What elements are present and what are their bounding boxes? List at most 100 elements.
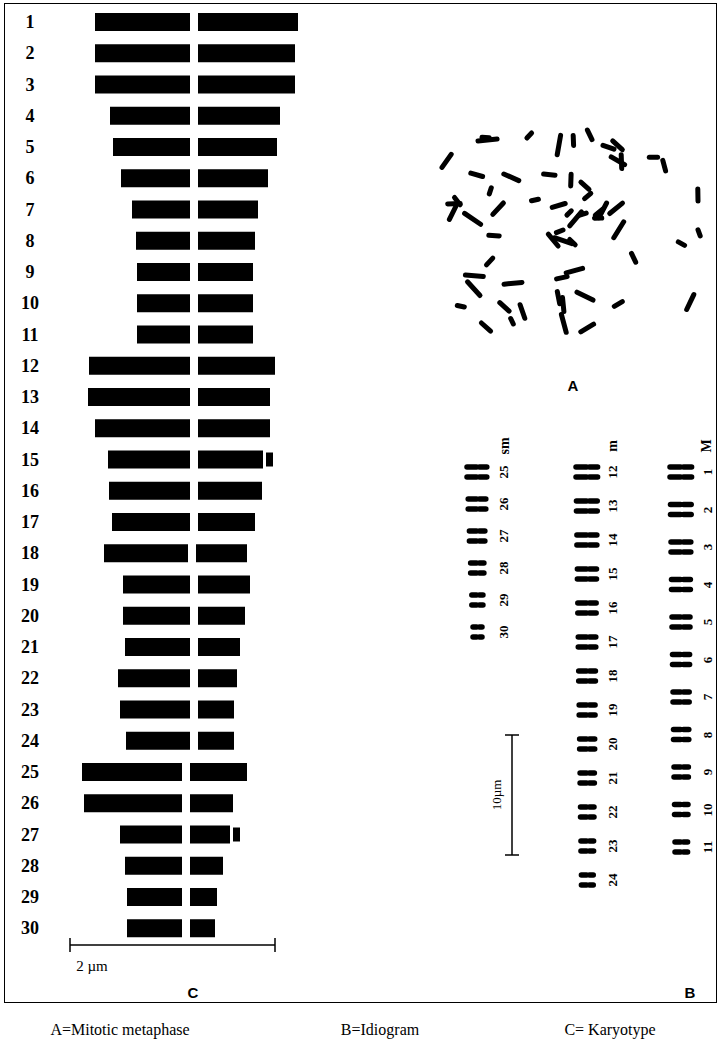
- idiogram-chromosome: [581, 882, 586, 888]
- metaphase-chromosome: [566, 268, 582, 273]
- chromosome-number: 15: [606, 568, 619, 581]
- scale-tick: [274, 938, 276, 952]
- metaphase-chromosome: [581, 182, 589, 189]
- metaphase-chromosome: [632, 253, 636, 262]
- metaphase-chromosome: [577, 292, 593, 300]
- idiogram-chromosome: [590, 780, 595, 786]
- chromosome-arm: [190, 826, 230, 844]
- idiogram-chromosome: [480, 592, 483, 598]
- chromosome-arm: [82, 763, 182, 781]
- metaphase-chromosome: [552, 204, 565, 208]
- idiogram-chromosome: [577, 542, 587, 548]
- metaphase-chromosome: [520, 305, 525, 319]
- metaphase-chromosome: [556, 230, 563, 233]
- chromosome-number: 20: [21, 607, 39, 625]
- chromosome-number: 5: [26, 138, 35, 156]
- idiogram-chromosome: [684, 577, 691, 583]
- idiogram-chromosome: [578, 610, 587, 616]
- chromosome-arm: [95, 13, 190, 31]
- metaphase-chromosome: [504, 282, 522, 284]
- idiogram-chromosome: [590, 872, 594, 878]
- chromosome-arm: [198, 107, 280, 125]
- chromosome-number: 13: [21, 388, 39, 406]
- metaphase-chromosome: [614, 302, 622, 307]
- idiogram-chromosome: [472, 592, 477, 598]
- metaphase-chromosome: [561, 315, 566, 333]
- metaphase-chromosome: [489, 233, 499, 239]
- metaphase-chromosome: [649, 155, 657, 160]
- chromosome-arm: [190, 794, 233, 812]
- chromosome-arm: [198, 357, 275, 375]
- idiogram-chromosome: [590, 668, 596, 674]
- metaphase-chromosome: [457, 306, 464, 308]
- chromosome-arm: [126, 732, 190, 750]
- metaphase-chromosome: [581, 324, 594, 332]
- metaphase-chromosome: [493, 203, 504, 214]
- chromosome-number: 27: [21, 826, 39, 844]
- idiogram-chromosome: [684, 812, 689, 818]
- idiogram-chromosome: [590, 746, 595, 752]
- chromosome-arm: [198, 263, 253, 281]
- chromosome-arm: [198, 232, 255, 250]
- idiogram-chromosome: [590, 702, 596, 708]
- idiogram-chromosome: [684, 539, 691, 545]
- metaphase-chromosome: [554, 238, 572, 244]
- chromosome-number: 1: [701, 469, 714, 476]
- chromosome-number: 24: [606, 874, 619, 887]
- metaphase-chromosome: [504, 174, 519, 181]
- metaphase-chromosome: [471, 173, 483, 176]
- chromosome-arm: [190, 888, 217, 906]
- chromosome-arm: [110, 107, 190, 125]
- idiogram-chromosome: [673, 689, 681, 695]
- idiogram-chromosome: [671, 549, 681, 555]
- idiogram-chromosome: [578, 634, 586, 640]
- idiogram-chromosome: [590, 474, 598, 480]
- chromosome-number: 24: [21, 732, 39, 750]
- chromosome-number: M: [700, 439, 714, 452]
- idiogram-chromosome: [579, 712, 586, 718]
- idiogram-chromosome: [579, 668, 587, 674]
- idiogram-chromosome: [580, 736, 587, 742]
- metaphase-chromosome: [567, 211, 571, 215]
- chromosome-arm: [136, 232, 190, 250]
- chromosome-arm: [108, 451, 190, 469]
- chromosome-number: 8: [26, 232, 35, 250]
- idiogram-chromosome: [672, 614, 681, 620]
- scale-tick: [505, 854, 519, 856]
- chromosome-arm: [95, 419, 190, 437]
- metaphase-chromosome: [687, 295, 694, 310]
- idiogram-chromosome: [580, 780, 586, 786]
- idiogram-chromosome: [576, 464, 587, 470]
- metaphase-chromosome: [568, 174, 573, 186]
- chromosome-number: 13: [606, 500, 619, 513]
- idiogram-chromosome: [469, 528, 476, 534]
- chromosome-arm: [198, 294, 253, 312]
- idiogram-chromosome: [467, 474, 477, 480]
- chromosome-arm: [198, 701, 234, 719]
- chromosome-arm: [198, 451, 263, 469]
- idiogram-chromosome: [590, 838, 594, 844]
- panel-letter: A: [568, 378, 579, 393]
- idiogram-chromosome: [577, 566, 586, 572]
- idiogram-chromosome: [580, 770, 586, 776]
- chromosome-number: 3: [26, 76, 35, 94]
- metaphase-chromosome: [557, 135, 560, 154]
- chromosome-number: 1: [26, 13, 35, 31]
- idiogram-chromosome: [684, 474, 692, 480]
- idiogram-chromosome: [675, 849, 681, 855]
- chromosome-number: 26: [497, 498, 510, 511]
- idiogram-chromosome: [684, 737, 689, 743]
- idiogram-chromosome: [480, 464, 487, 470]
- idiogram-chromosome: [480, 634, 483, 640]
- chromosome-number: 6: [26, 169, 35, 187]
- metaphase-chromosome: [449, 206, 456, 220]
- idiogram-chromosome: [590, 600, 597, 606]
- chromosome-arm: [95, 44, 190, 62]
- chromosome-arm: [190, 919, 215, 937]
- chromosome-arm: [198, 388, 270, 406]
- chromosome-number: 29: [497, 594, 510, 607]
- idiogram-chromosome: [580, 746, 587, 752]
- scale-bar: [70, 944, 275, 946]
- chromosome-number: 21: [606, 772, 619, 785]
- idiogram-chromosome: [674, 774, 681, 780]
